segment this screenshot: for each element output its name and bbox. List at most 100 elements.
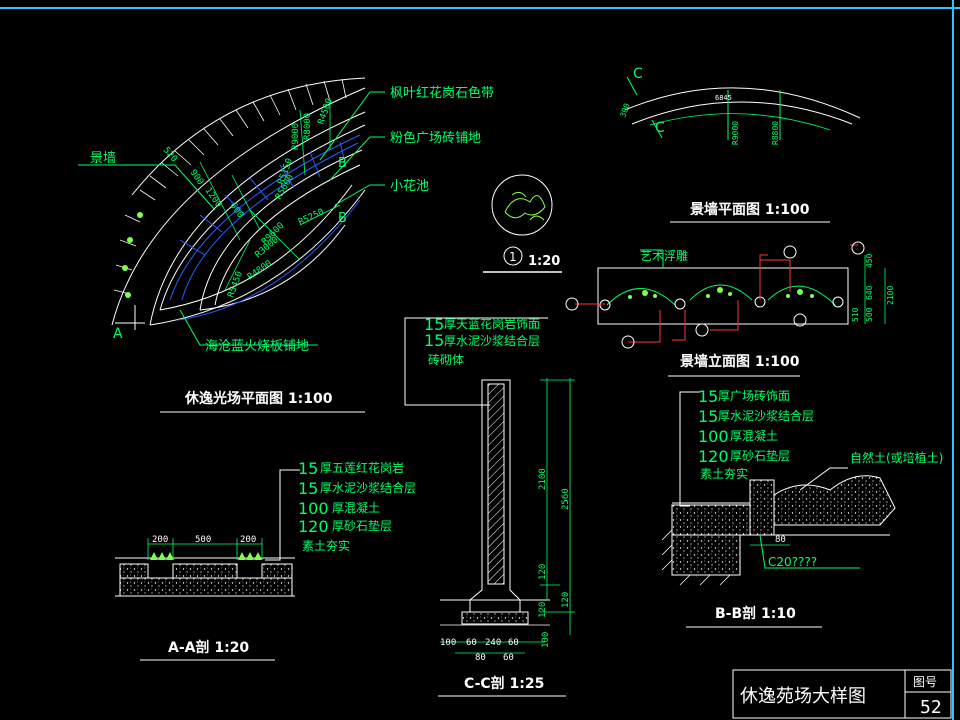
cc-dim-h: 100 [440,638,456,648]
paving-grid [169,134,361,321]
section-bb: 15 厚广场砖饰面 15 厚水泥沙浆结合层 100 厚混凝土 120 厚砂石垫层… [661,387,943,628]
cc-dim-v: 120 [538,602,548,618]
section-cc-title: C-C剖 1:25 [464,675,544,692]
aa-dim: 500 [195,535,211,545]
plan-dim: R4500 [316,97,335,126]
aa-layer-num: 120 [298,517,329,536]
bb-layer-text: 厚砂石垫层 [730,448,790,463]
elev-dim: 2100 [886,286,895,305]
cc-dim-h: 240 [485,638,501,648]
cc-dim-v: 120 [538,564,548,580]
wall-dim: 300 [618,102,631,119]
plan-dim: 520 [161,146,179,165]
bb-ground-hatch [661,529,731,586]
cc-layer-callouts: 15 厚天蓝花岗岩饰面 15 厚水泥沙浆结合层 砖砌体 [424,315,540,367]
cc-layer-text: 厚天蓝花岗岩饰面 [444,316,540,331]
cc-dim-v: 100 [541,632,551,648]
aa-layer-callouts: 15 厚五莲红花岗岩 15 厚水泥沙浆结合层 100 厚混凝土 120 厚砂石垫… [298,459,416,553]
aa-dim: 200 [152,535,168,545]
aa-layer-text: 厚砂石垫层 [332,518,392,533]
aa-layer-text: 厚五莲红花岗岩 [320,460,404,475]
section-aa: 200 500 200 15 厚五莲红花岗岩 15 厚水泥沙浆结合层 100 厚… [115,459,416,661]
bb-dim: 80 [775,535,786,545]
cc-layer-num: 15 [424,331,444,350]
planter-shrubs [150,552,262,560]
drawing-number-label: 图号 [913,675,937,689]
bb-layer-num: 15 [698,407,718,426]
wall-dim: R8800 [771,121,780,145]
elev-dim: 500 [865,307,874,322]
bb-layer-text: 厚广场砖饰面 [718,388,790,403]
section-cc: 15 厚天蓝花岗岩饰面 15 厚水泥沙浆结合层 砖砌体 2100 2560 12… [404,315,575,697]
aa-layer-num: 15 [298,479,318,498]
title-block: 休逸苑场大样图 图号 52 [732,669,952,719]
cc-dim-v: 2100 [538,468,548,490]
plan-dim: R9000 [291,123,301,150]
bb-concrete-note: C20???? [768,555,817,569]
plan-dim: 900 [188,168,206,187]
elevation-title: 景墙立面图 1:100 [680,353,800,370]
plan-title: 休逸光场平面图 1:100 [184,390,333,407]
plan-dim: 1200 [203,186,224,210]
detail-number: 1 [509,250,517,264]
relief-carvings [628,287,814,299]
cc-dim-h: 60 [466,638,477,648]
plan-dimension-lines [199,100,341,291]
elevation-leaders [575,244,858,343]
plan-dim: R5450 [226,270,245,299]
callout-blue-flamed-slab: 海沧蓝火烧板铺地 [205,338,309,354]
section-mark-b1: B [338,156,347,171]
cc-dim-h: 60 [503,653,514,663]
section-aa-title: A-A剖 1:20 [168,639,249,656]
cc-dim-v: 2560 [561,488,571,510]
plan-dim: R8000 [303,113,313,140]
bb-layer-text: 厚水泥沙浆结合层 [718,408,814,423]
elev-dim: 510 [851,307,860,322]
elev-dim: 450 [865,253,874,268]
bb-soil-label: 自然土(或培植土) [850,450,943,465]
aa-dim: 200 [240,535,256,545]
wall-dim: R9000 [731,121,740,145]
bb-layer-text: 厚混凝土 [730,428,778,443]
bb-layer-num: 15 [698,387,718,406]
cc-layer-num: 15 [424,315,444,334]
bb-layer-num: 120 [698,447,729,466]
drawing-name: 休逸苑场大样图 [740,686,866,707]
cc-layer-text: 厚水泥沙浆结合层 [444,333,540,348]
bb-layer-callouts: 15 厚广场砖饰面 15 厚水泥沙浆结合层 100 厚混凝土 120 厚砂石垫层… [698,387,814,481]
section-mark-b2: B [338,211,347,226]
shrub-symbols [122,212,143,298]
wall-section-c-top: C [633,66,643,82]
plan-dim: R4800 [246,259,274,283]
cc-dim-h: 60 [508,638,519,648]
wall-elevation: 艺术浮雕 450 2100 640 500 510 景墙立面图 1:100 [565,241,895,377]
aa-layer-text: 厚水泥沙浆结合层 [320,480,416,495]
wall-lights [599,296,844,311]
detail-scale: 1:20 [528,254,560,269]
wall-dim: 6845 [715,94,732,102]
cc-dim-h: 80 [475,653,486,663]
callout-maple-red-granite: 枫叶红花岗石色带 [390,85,494,101]
wall-section-c-bottom: C [655,120,665,136]
plan-dim: 600 [228,201,246,220]
wall-plan-title: 景墙平面图 1:100 [690,201,810,218]
section-bb-title: B-B剖 1:10 [715,605,796,622]
aa-layer-num: 100 [298,499,329,518]
cc-layer-text: 砖砌体 [428,352,464,367]
plan-dim: R5250 [297,207,326,228]
relief-label: 艺术浮雕 [640,248,688,263]
aa-layer-text: 厚混凝土 [332,500,380,515]
elev-dim: 640 [865,285,874,300]
label-jingqiang: 景墙 [90,151,116,166]
drawing-number: 52 [920,697,942,718]
aa-layer-text: 素土夯实 [302,538,350,553]
bb-layer-num: 100 [698,427,729,446]
section-mark-a: A [113,326,123,342]
cc-dim-v: 120 [561,592,571,608]
wall-plan: C C 300 6845 R9000 R8800 景墙平面图 1:100 [618,66,861,223]
elevation-symbols [565,241,865,349]
callout-planter: 小花池 [390,178,429,194]
aa-layer-num: 15 [298,459,318,478]
